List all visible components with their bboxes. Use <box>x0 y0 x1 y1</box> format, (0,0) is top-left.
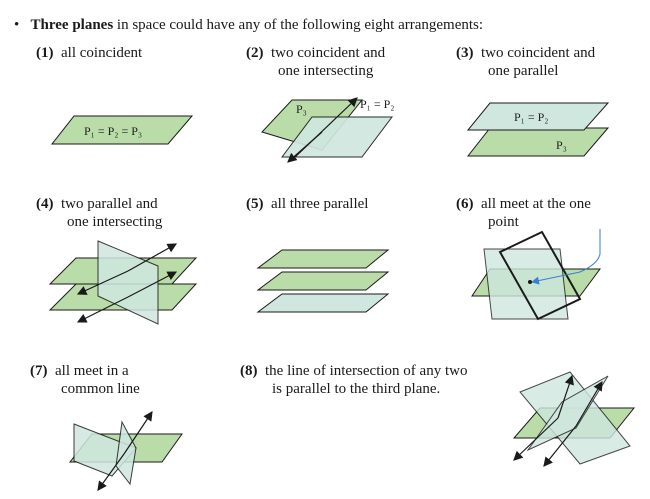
diagram-two-coincident-one-intersecting: P₃ P₁ = P₂ <box>261 97 394 163</box>
plane-p1p2 <box>281 116 393 158</box>
common-line-up <box>123 411 153 455</box>
intersection-point <box>528 280 532 284</box>
plane-middle <box>256 271 390 291</box>
label-p3: P₃ <box>296 102 307 116</box>
plane-vertical-2 <box>498 230 582 321</box>
plane-p1p2 <box>466 102 610 131</box>
intersection-line-1 <box>127 243 178 272</box>
case-number: (3) <box>456 45 474 61</box>
case-4: (4) two parallel and <box>36 195 158 213</box>
case-text: all coincident <box>61 45 143 61</box>
plane-shape <box>50 115 194 145</box>
common-line-down <box>97 453 125 491</box>
intersection-line-2b <box>76 296 129 323</box>
case-number: (7) <box>30 363 48 379</box>
bullet-icon: • <box>14 17 20 33</box>
intersection-line-down <box>287 131 323 163</box>
case-2-line2: one intersecting <box>278 63 374 79</box>
case-number: (4) <box>36 196 54 212</box>
plane-intersecting <box>97 240 159 325</box>
case-3-line2: one parallel <box>488 63 559 79</box>
intersection-line-b-down <box>543 425 577 467</box>
intersection-line-a-up <box>557 374 574 419</box>
intersection-line-b-up <box>575 380 603 427</box>
case-7-line2: common line <box>61 381 140 397</box>
plane-top <box>256 249 390 269</box>
diagram-line-parallel-third-plane <box>512 371 636 467</box>
case-text: two coincident and <box>271 45 386 61</box>
case-number: (5) <box>246 196 264 212</box>
case-number: (2) <box>246 45 264 61</box>
case-7: (7) all meet in a <box>30 362 129 380</box>
case-number: (1) <box>36 45 54 61</box>
plane-p3 <box>466 127 610 157</box>
case-number: (6) <box>456 196 474 212</box>
point-pointer-arrow <box>531 229 601 285</box>
diagram-meet-in-common-line <box>68 411 183 491</box>
label-p1p2: P₁ = P₂ <box>360 97 394 111</box>
diagram-all-coincident: P₁ = P₂ = P₃ <box>50 115 194 145</box>
intersection-line-a-down <box>513 417 559 461</box>
case-text: two coincident and <box>481 45 596 61</box>
plane-tilted-2 <box>115 420 137 486</box>
case-5: (5) all three parallel <box>246 195 368 213</box>
case-text: all meet at the one <box>481 196 591 212</box>
plane-tilted-2 <box>526 375 609 452</box>
label-p1p2: P₁ = P₂ <box>514 110 548 124</box>
intersection-line-2 <box>127 271 178 298</box>
heading-rest: in space could have any of the following… <box>113 17 484 33</box>
label-p1p2p3: P₁ = P₂ = P₃ <box>84 124 142 138</box>
diagram-all-three-parallel <box>256 249 390 313</box>
case-8: (8) the line of intersection of any two <box>240 362 467 380</box>
diagram-meet-at-point <box>471 229 601 321</box>
heading: • Three planes in space could have any o… <box>14 16 483 34</box>
heading-bold: Three planes <box>30 17 114 33</box>
case-2: (2) two coincident and <box>246 44 385 62</box>
case-text: the line of intersection of any two <box>265 363 468 379</box>
plane-vertical-1 <box>483 248 569 320</box>
plane-bottom <box>256 293 390 313</box>
diagram-two-coincident-one-parallel: P₁ = P₂ P₃ <box>466 102 610 157</box>
case-4-line2: one intersecting <box>67 214 163 230</box>
case-6: (6) all meet at the one <box>456 195 591 213</box>
case-6-line2: point <box>488 214 519 230</box>
intersection-line-1b <box>76 270 129 295</box>
case-text: two parallel and <box>61 196 158 212</box>
case-text: all meet in a <box>55 363 129 379</box>
case-3: (3) two coincident and <box>456 44 595 62</box>
label-p3: P₃ <box>556 138 567 152</box>
case-number: (8) <box>240 363 258 379</box>
case-text: all three parallel <box>271 196 369 212</box>
diagram-two-parallel-one-intersecting <box>48 240 198 325</box>
case-1: (1) all coincident <box>36 44 142 62</box>
case-8-line2: is parallel to the third plane. <box>272 381 441 397</box>
